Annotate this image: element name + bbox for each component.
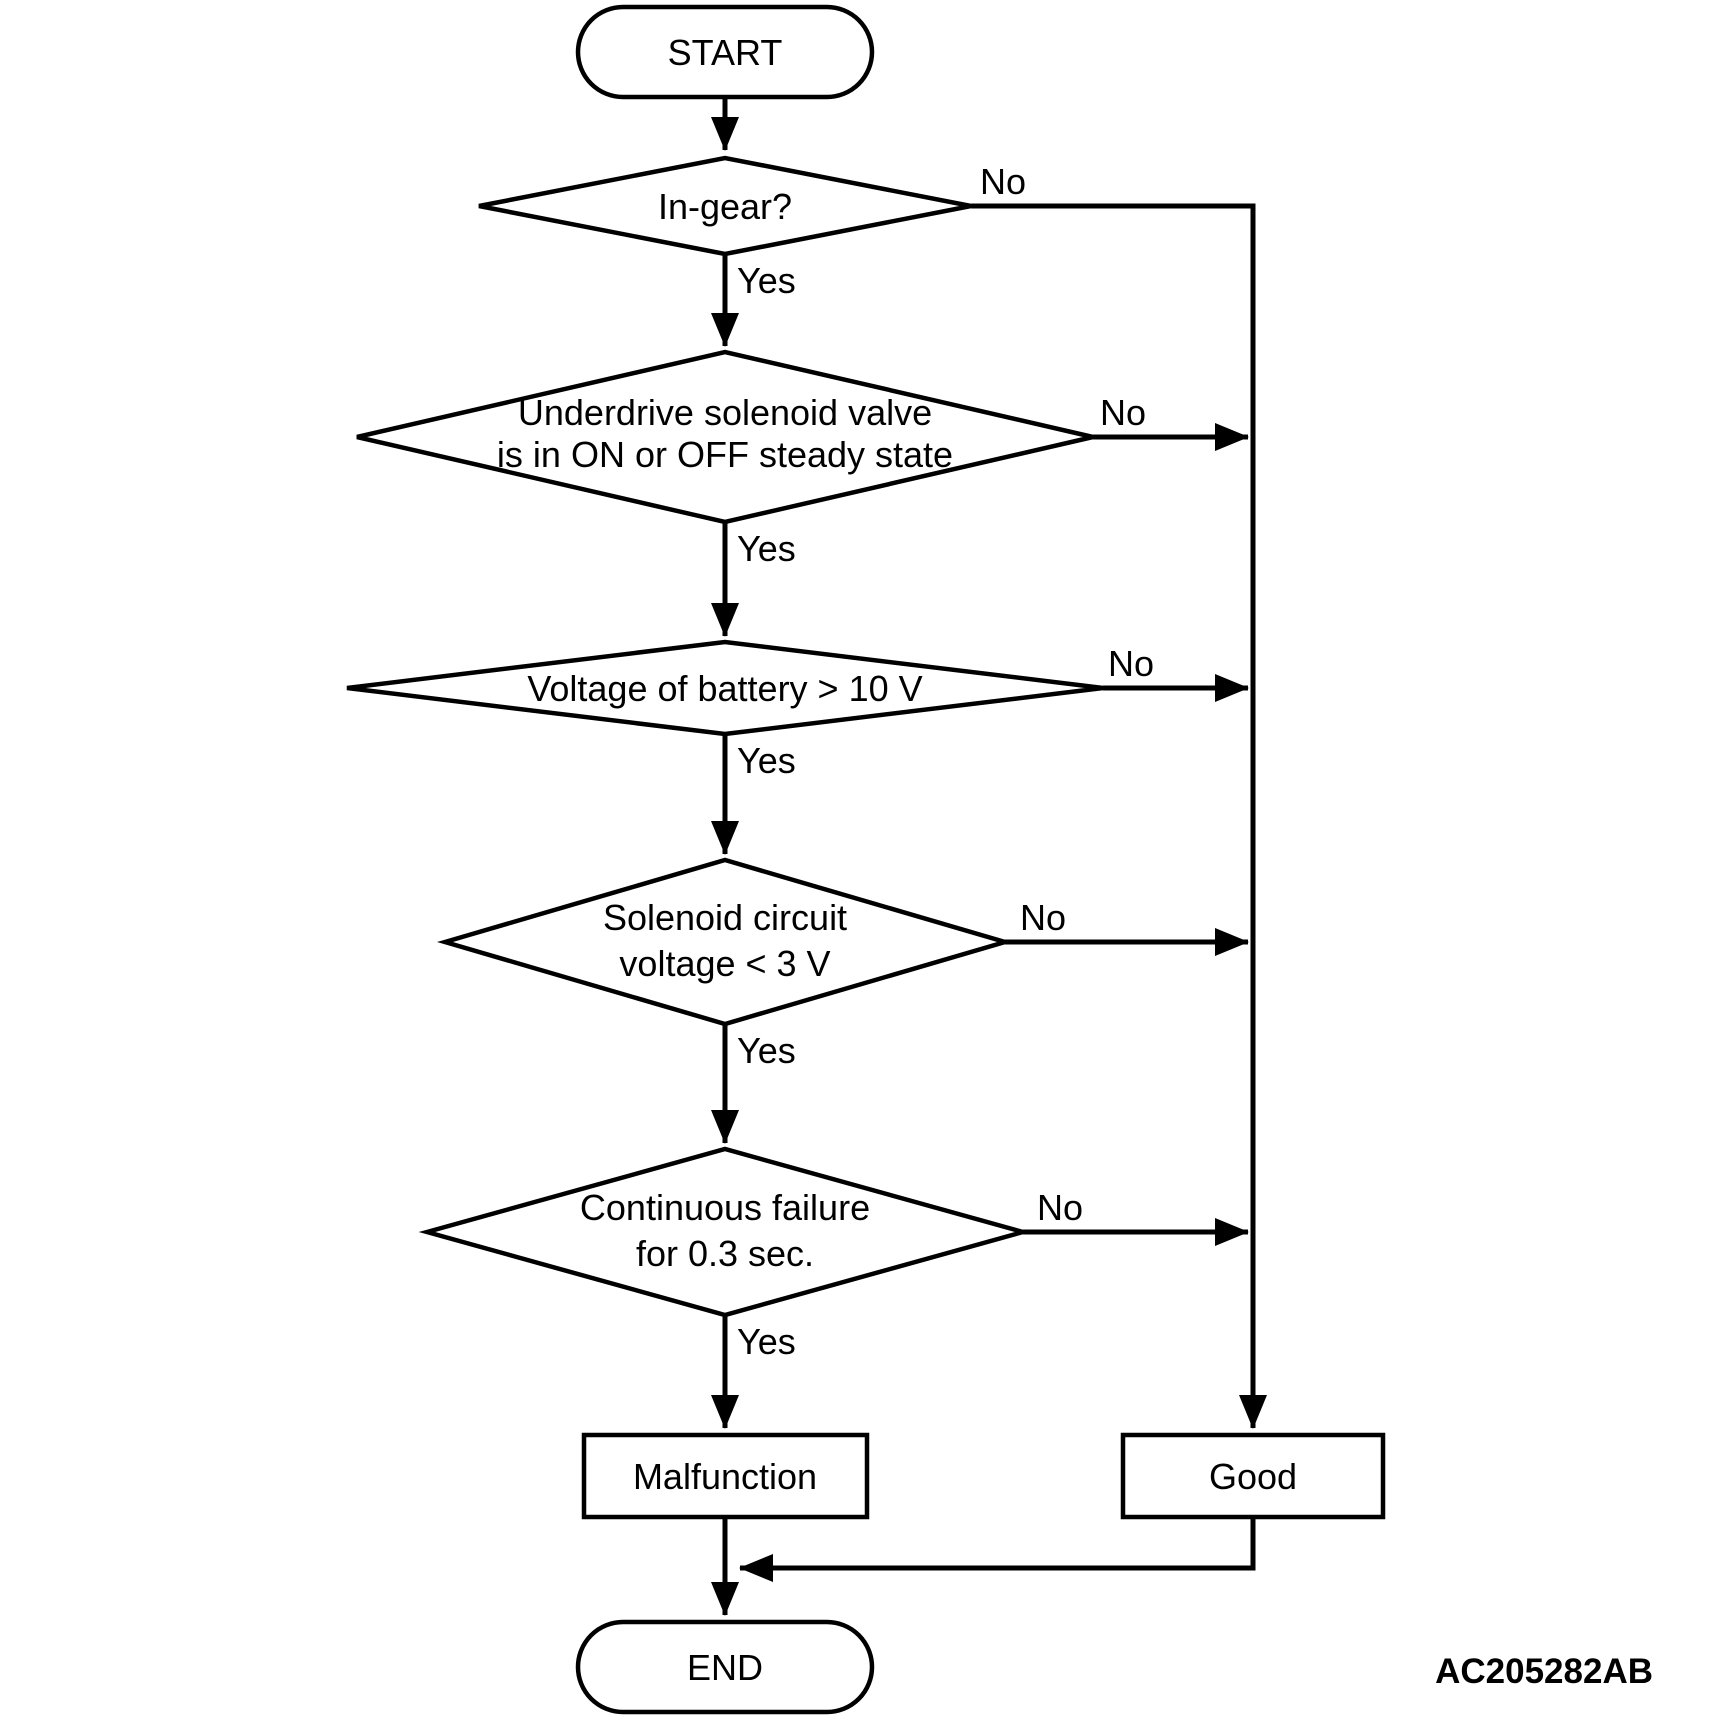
yes-label-4: Yes — [737, 1030, 796, 1071]
good-node: Good — [1120, 1432, 1386, 1520]
good-label: Good — [1209, 1456, 1297, 1497]
decision-underdrive-solenoid-shape — [356, 349, 1094, 525]
malfunction-label: Malfunction — [633, 1456, 817, 1497]
yes-label-5: Yes — [737, 1321, 796, 1362]
yes-label-3: Yes — [737, 740, 796, 781]
decision-battery-voltage-shape — [346, 639, 1104, 737]
decision-solenoid-circuit-voltage: Solenoid circuit voltage < 3 V — [436, 857, 1014, 1027]
no-label-1: No — [980, 161, 1026, 202]
decision-underdrive-solenoid-label-line1: Underdrive solenoid valve — [518, 392, 932, 433]
end-shape — [575, 1619, 875, 1715]
decision-continuous-failure-shape — [418, 1146, 1032, 1318]
malfunction-node: Malfunction — [581, 1432, 870, 1520]
decision-continuous-failure-label-line2: for 0.3 sec. — [636, 1233, 814, 1274]
decision-in-gear-label: In-gear? — [658, 186, 792, 227]
malfunction-shape — [581, 1432, 870, 1520]
no-label-5: No — [1037, 1187, 1083, 1228]
decision-battery-voltage: Voltage of battery > 10 V — [346, 639, 1104, 737]
decision-underdrive-solenoid-label-line2: is in ON or OFF steady state — [497, 434, 953, 475]
edge-good-join — [739, 1517, 1256, 1582]
edge-no-trunk — [971, 203, 1267, 1429]
decision-continuous-failure-label-line1: Continuous failure — [580, 1187, 870, 1228]
decision-in-gear: In-gear? — [478, 155, 972, 257]
start-label: START — [668, 32, 783, 73]
yes-label-2: Yes — [737, 528, 796, 569]
no-label-3: No — [1108, 643, 1154, 684]
decision-battery-voltage-label: Voltage of battery > 10 V — [527, 668, 922, 709]
end-label: END — [687, 1647, 763, 1688]
no-label-4: No — [1020, 897, 1066, 938]
figure-code: AC205282AB — [1435, 1652, 1653, 1691]
decision-solenoid-circuit-voltage-label-line1: Solenoid circuit — [603, 897, 847, 938]
decision-in-gear-shape — [478, 155, 972, 257]
start-node: START — [575, 4, 875, 100]
yes-label-1: Yes — [737, 260, 796, 301]
no-label-2: No — [1100, 392, 1146, 433]
end-node: END — [575, 1619, 875, 1715]
decision-continuous-failure: Continuous failure for 0.3 sec. — [418, 1146, 1032, 1318]
decision-solenoid-circuit-voltage-shape — [436, 857, 1014, 1027]
decision-underdrive-solenoid: Underdrive solenoid valve is in ON or OF… — [356, 349, 1094, 525]
good-shape — [1120, 1432, 1386, 1520]
decision-solenoid-circuit-voltage-label-line2: voltage < 3 V — [619, 943, 830, 984]
start-shape — [575, 4, 875, 100]
